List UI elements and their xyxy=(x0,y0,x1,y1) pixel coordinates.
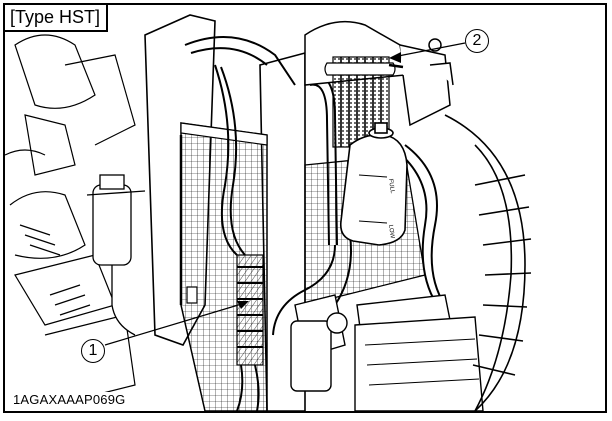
figure-code: 1AGAXAAAP069G xyxy=(11,392,128,407)
tractor-radiator-illustration: FULL LOW xyxy=(5,14,532,411)
oil-cooler-item-1 xyxy=(236,254,264,411)
lower-engine-parts xyxy=(290,294,484,411)
arrowhead-item-1 xyxy=(237,301,249,309)
reserve-tank-full-mark: FULL xyxy=(387,178,395,194)
reserve-tank-low-mark: LOW xyxy=(387,224,395,239)
front-tire xyxy=(444,114,532,411)
type-label: [Type HST] xyxy=(5,5,109,32)
leader-lines xyxy=(104,42,466,346)
fuel-filter xyxy=(86,174,146,336)
illustration-frame: FULL LOW [Type HST] 1 2 1AGAXAAAP069G xyxy=(3,3,607,413)
arrowhead-item-2 xyxy=(389,52,401,63)
engine-background xyxy=(5,34,136,406)
reserve-tank xyxy=(339,122,408,246)
callout-item-1: 1 xyxy=(81,339,105,363)
callout-item-2: 2 xyxy=(465,29,489,53)
